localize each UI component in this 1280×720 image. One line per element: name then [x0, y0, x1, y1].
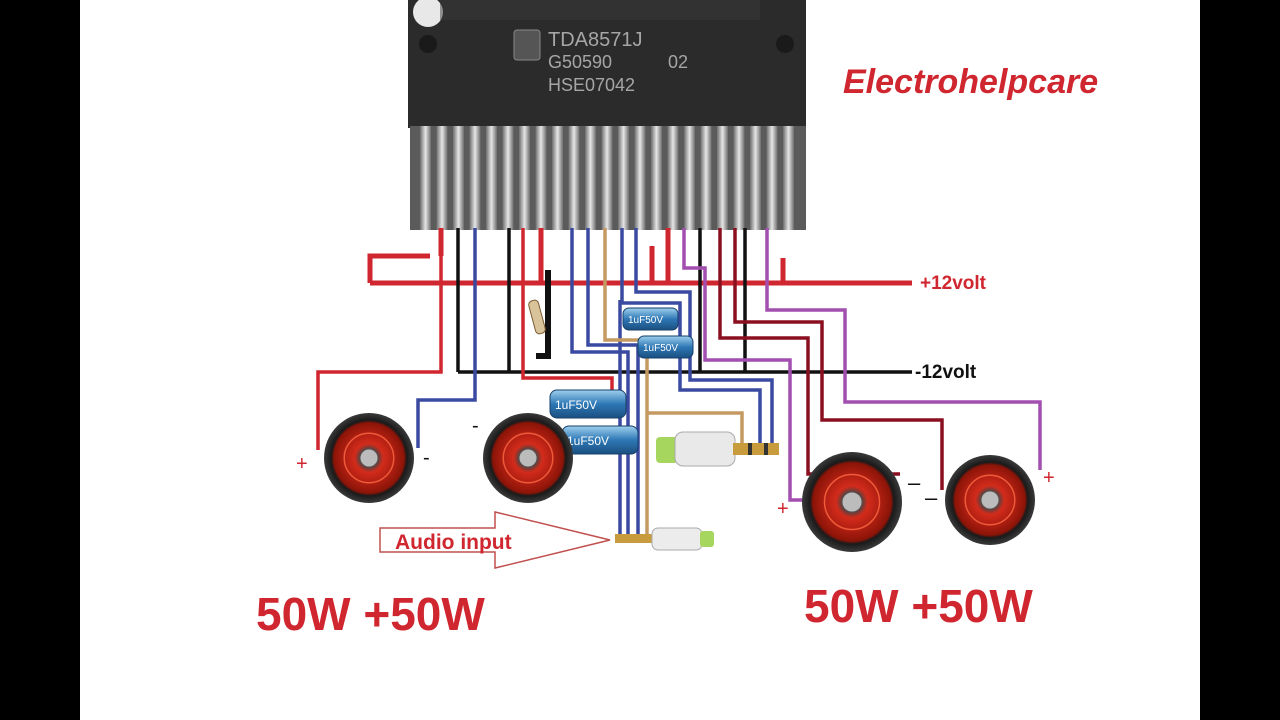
- site-label: Electrohelpcare: [843, 63, 1098, 101]
- power-rating-left: 50W +50W: [256, 588, 485, 640]
- speaker-4: [945, 455, 1035, 545]
- speaker-3: [802, 452, 902, 552]
- ic-pin: [733, 126, 745, 230]
- ic-batch-code: G50590: [548, 52, 612, 72]
- audio-jack-input: [615, 527, 714, 551]
- audio-input-label: Audio input: [395, 531, 512, 554]
- ic-pin: [750, 126, 761, 230]
- negative-rail-label: -12volt: [915, 362, 977, 383]
- ic-pin: [766, 126, 778, 230]
- svg-text:1uF50V: 1uF50V: [567, 434, 609, 448]
- ic-part-number: TDA8571J: [548, 29, 643, 51]
- ic-pin: [535, 126, 547, 230]
- ic-pin: [651, 126, 662, 230]
- ic-pin: [783, 126, 794, 230]
- ic-pin: [502, 126, 514, 230]
- speaker-4-minus-label: –: [925, 485, 938, 510]
- audio-input-callout: Audio input: [379, 511, 611, 569]
- ic-pin: [618, 126, 629, 230]
- speaker-3-minus-label: –: [908, 470, 921, 495]
- speaker-2-minus-label: -: [472, 415, 479, 437]
- speaker-2: [483, 413, 573, 503]
- ic-pin: [519, 126, 530, 230]
- ic-pin: [436, 126, 448, 230]
- ic-pin: [486, 126, 497, 230]
- ic-pins: [410, 126, 806, 230]
- ic-pin: [585, 126, 596, 230]
- philips-logo-icon: [513, 29, 541, 61]
- capacitor-3: 1uF50V: [549, 389, 627, 419]
- ic-chip: TDA8571J G50590 02 HSE07042: [408, 0, 806, 128]
- positive-rail-label: +12volt: [920, 273, 987, 294]
- speaker-1-minus-label: -: [423, 447, 430, 469]
- resistor: [528, 299, 546, 335]
- capacitor-1: 1uF50V: [622, 307, 679, 331]
- ic-pin: [420, 126, 431, 230]
- ic-pin: [568, 126, 580, 230]
- ic-pin: [634, 126, 646, 230]
- ic-batch-suffix: 02: [668, 52, 688, 72]
- ic-pin: [700, 126, 712, 230]
- speaker-1: [324, 413, 414, 503]
- speakers: [324, 413, 1035, 552]
- speaker-3-plus-label: +: [777, 498, 789, 520]
- svg-text:1uF50V: 1uF50V: [555, 398, 597, 412]
- svg-text:1uF50V: 1uF50V: [628, 315, 663, 326]
- ic-pin: [469, 126, 481, 230]
- ic-pin: [552, 126, 563, 230]
- ic-pin: [684, 126, 695, 230]
- speaker-1-plus-label: +: [296, 453, 308, 475]
- audio-jack-output: [656, 431, 779, 467]
- ic-pin: [667, 126, 679, 230]
- wiring: [316, 228, 1042, 540]
- power-rating-right: 50W +50W: [804, 580, 1033, 632]
- svg-text:1uF50V: 1uF50V: [643, 343, 678, 354]
- capacitor-4: 1uF50V: [561, 425, 639, 455]
- ic-pin: [453, 126, 464, 230]
- ic-pin: [601, 126, 613, 230]
- ic-pin: [717, 126, 728, 230]
- capacitor-2: 1uF50V: [637, 335, 694, 359]
- ic-lot-code: HSE07042: [548, 75, 635, 95]
- speaker-4-plus-label: +: [1043, 467, 1055, 489]
